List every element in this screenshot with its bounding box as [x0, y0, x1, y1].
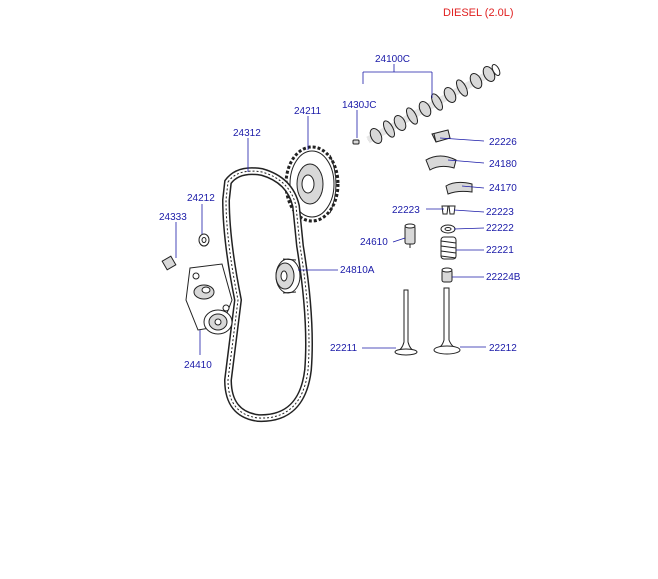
timing-belt[interactable] [221, 167, 313, 423]
callout-24610: 24610 [360, 237, 388, 248]
valve-keeper-left[interactable] [441, 205, 449, 215]
valve-lifter[interactable] [404, 223, 416, 248]
callout-22212: 22212 [489, 343, 517, 354]
belt-tensioner[interactable] [185, 263, 233, 335]
callout-1430jc: 1430JC [342, 100, 376, 111]
intake-valve[interactable] [394, 289, 418, 356]
valve-stem-seal[interactable] [441, 267, 453, 283]
callout-22224b: 22224B [486, 272, 521, 283]
exhaust-valve[interactable] [433, 287, 461, 355]
callout-24212: 24212 [187, 193, 215, 204]
camshaft-pin[interactable] [352, 139, 360, 145]
callout-24333: 24333 [159, 212, 187, 223]
valve-keeper-right[interactable] [448, 205, 456, 215]
rocker-arm[interactable] [425, 155, 457, 171]
callout-24410: 24410 [184, 360, 212, 371]
hydraulic-lash-adjuster-clip[interactable] [445, 181, 473, 195]
leader-lines [175, 64, 486, 355]
idler-pulley[interactable] [275, 258, 301, 294]
cam-follower-bracket[interactable] [431, 129, 451, 143]
callout-22221: 22221 [486, 245, 514, 256]
valve-spring-retainer[interactable] [440, 224, 456, 234]
callout-24170: 24170 [489, 183, 517, 194]
callout-22223-right: 22223 [486, 207, 514, 218]
callout-24100c: 24100C [375, 54, 410, 65]
callout-22222: 22222 [486, 223, 514, 234]
diagram-title: DIESEL (2.0L) [443, 7, 514, 19]
tensioner-bolt[interactable] [161, 245, 199, 271]
callout-24211: 24211 [294, 106, 322, 117]
camshaft[interactable] [366, 63, 502, 145]
washer[interactable] [198, 233, 210, 247]
callout-22223-left: 22223 [392, 205, 420, 216]
callout-24180: 24180 [489, 159, 517, 170]
callout-24312: 24312 [233, 128, 261, 139]
callout-labels: 24100C 1430JC 24211 24312 24212 24333 22… [159, 54, 521, 371]
callout-22226: 22226 [489, 137, 517, 148]
callout-22211: 22211 [330, 343, 358, 354]
valve-spring[interactable] [440, 236, 457, 260]
callout-24810a: 24810A [340, 265, 375, 276]
